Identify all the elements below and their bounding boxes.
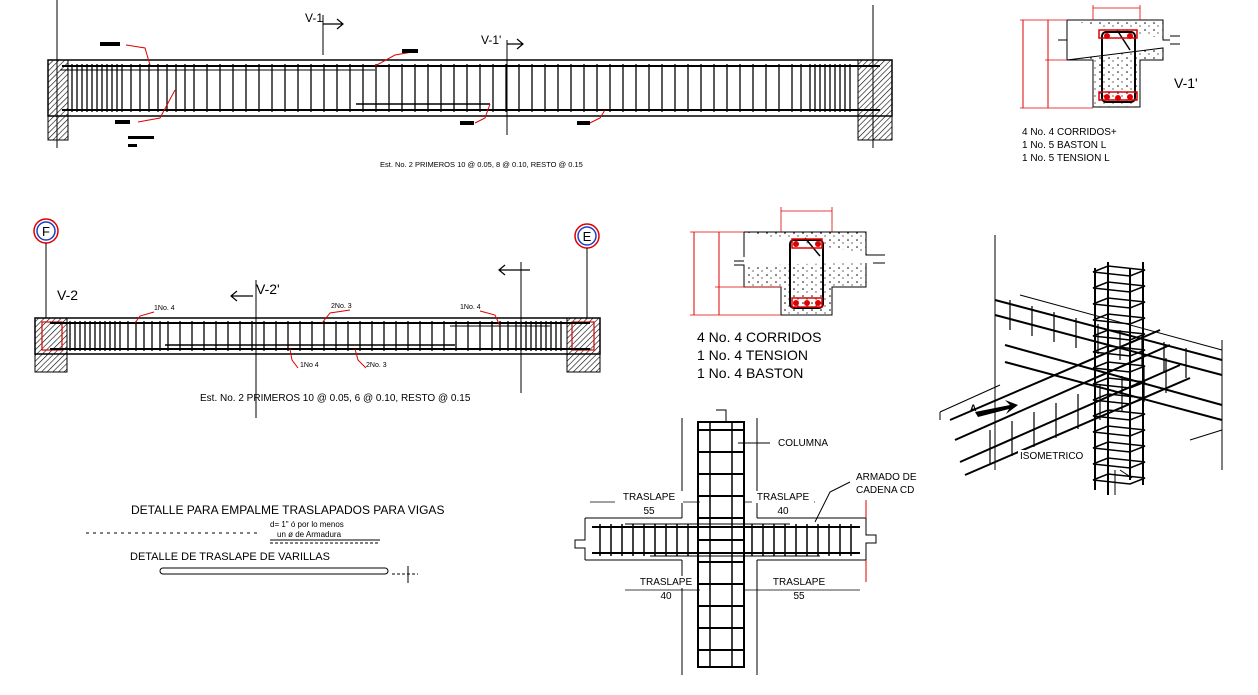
bar-label: 1No. 4 <box>154 305 175 312</box>
beam-v2-elevation: F E V-2 V-2' 1No. 4 2No. 3 1No. 4 1No 4 … <box>33 218 601 418</box>
bar-tag <box>100 42 120 46</box>
column-tie-stroke <box>1092 441 1146 453</box>
lap-value-4: 55 <box>793 591 805 602</box>
axis-bubble-f: F <box>42 224 50 239</box>
bar-label: 2No. 3 <box>331 303 352 310</box>
lap-label-4: TRASLAPE <box>773 577 826 588</box>
column-tie-stroke <box>1092 313 1146 325</box>
column-tie-stroke <box>1092 377 1146 389</box>
section-v1-prime: V-1' 4 No. 4 CORRIDOS+ 1 No. 5 BASTON L … <box>1020 5 1198 164</box>
isometric-arrow-label: A <box>970 403 977 413</box>
section-v2: 4 No. 4 CORRIDOS 1 No. 4 TENSION 1 No. 4… <box>690 207 885 381</box>
lap-label-2: TRASLAPE <box>757 492 810 503</box>
section-v1-bar-2: 1 No. 5 BASTON L <box>1022 140 1107 151</box>
column-tie-stroke <box>1092 425 1146 437</box>
column-tie-stroke <box>1092 345 1146 357</box>
bar-label: 1No 4 <box>300 362 319 369</box>
axis-bubble-e: E <box>583 229 592 244</box>
section-v2-bar-3: 1 No. 4 BASTON <box>697 365 803 381</box>
lap-label-3: TRASLAPE <box>640 577 693 588</box>
column-tie-stroke <box>1092 457 1146 469</box>
lap-value-3: 40 <box>660 591 672 602</box>
bar-tag <box>128 136 154 139</box>
bar-label: 2No. 3 <box>366 362 387 369</box>
bar-tag <box>577 121 590 125</box>
beam-v1-stirrup-note: Est. No. 2 PRIMEROS 10 @ 0.05, 8 @ 0.10,… <box>380 160 583 169</box>
section-v1-label: V-1' <box>1174 75 1198 91</box>
section-mark-v2-prime: V-2' <box>256 281 280 297</box>
column-beam-joint: COLUMNA ARMADO DE CADENA CD TRASLAPE 55 … <box>574 409 917 675</box>
column-tie-stroke <box>1092 409 1146 421</box>
beam-v2-stirrups <box>69 321 562 351</box>
bar-tag <box>402 49 418 53</box>
splice-detail-note-2: un ø de Armadura <box>277 530 342 539</box>
chain-label-1: ARMADO DE <box>856 472 917 483</box>
column-label: COLUMNA <box>778 438 828 449</box>
section-v2-bar-2: 1 No. 4 TENSION <box>697 347 808 363</box>
lap-value-2: 40 <box>777 506 789 517</box>
splice-detail-note-1: d= 1" ó por lo menos <box>270 520 344 529</box>
column-tie-stroke <box>1092 329 1146 341</box>
splice-detail: DETALLE PARA EMPALME TRASLAPADOS PARA VI… <box>86 503 444 583</box>
section-mark-v1: V-1 <box>305 11 323 25</box>
column-tie-stroke <box>1092 297 1146 309</box>
column-tie-stroke <box>1092 281 1146 293</box>
bar-tag <box>128 144 137 147</box>
bar-tag <box>460 121 474 125</box>
bar-label: 1No. 4 <box>460 304 481 311</box>
beam-v1-elevation: V-1 V-1' Est. No. 2 PRIMEROS 10 @ 0.05, … <box>47 0 893 169</box>
splice-detail-title: DETALLE PARA EMPALME TRASLAPADOS PARA VI… <box>131 503 444 517</box>
column-tie-stroke <box>1092 361 1146 373</box>
isometric-joint: A ISOMETRICO <box>939 235 1223 495</box>
section-v1-bar-3: 1 No. 5 TENSION L <box>1022 153 1110 164</box>
column-tie-stroke <box>1092 473 1146 485</box>
section-v1-bar-1: 4 No. 4 CORRIDOS+ <box>1022 127 1117 138</box>
beam-v1-stirrups <box>71 64 851 112</box>
lap-label-1: TRASLAPE <box>623 492 676 503</box>
chain-label-2: CADENA CD <box>856 485 914 496</box>
bar-tag <box>115 120 130 124</box>
isometric-label: ISOMETRICO <box>1020 451 1084 462</box>
section-mark-v1-prime: V-1' <box>481 33 501 47</box>
splice-detail-subtitle: DETALLE DE TRASLAPE DE VARILLAS <box>130 551 330 563</box>
beam-v2-stirrup-note: Est. No. 2 PRIMEROS 10 @ 0.05, 6 @ 0.10,… <box>200 393 471 404</box>
lap-value-1: 55 <box>643 506 655 517</box>
section-mark-v2: V-2 <box>57 287 78 303</box>
column-tie-stroke <box>1092 265 1146 277</box>
section-v2-bar-1: 4 No. 4 CORRIDOS <box>697 329 821 345</box>
